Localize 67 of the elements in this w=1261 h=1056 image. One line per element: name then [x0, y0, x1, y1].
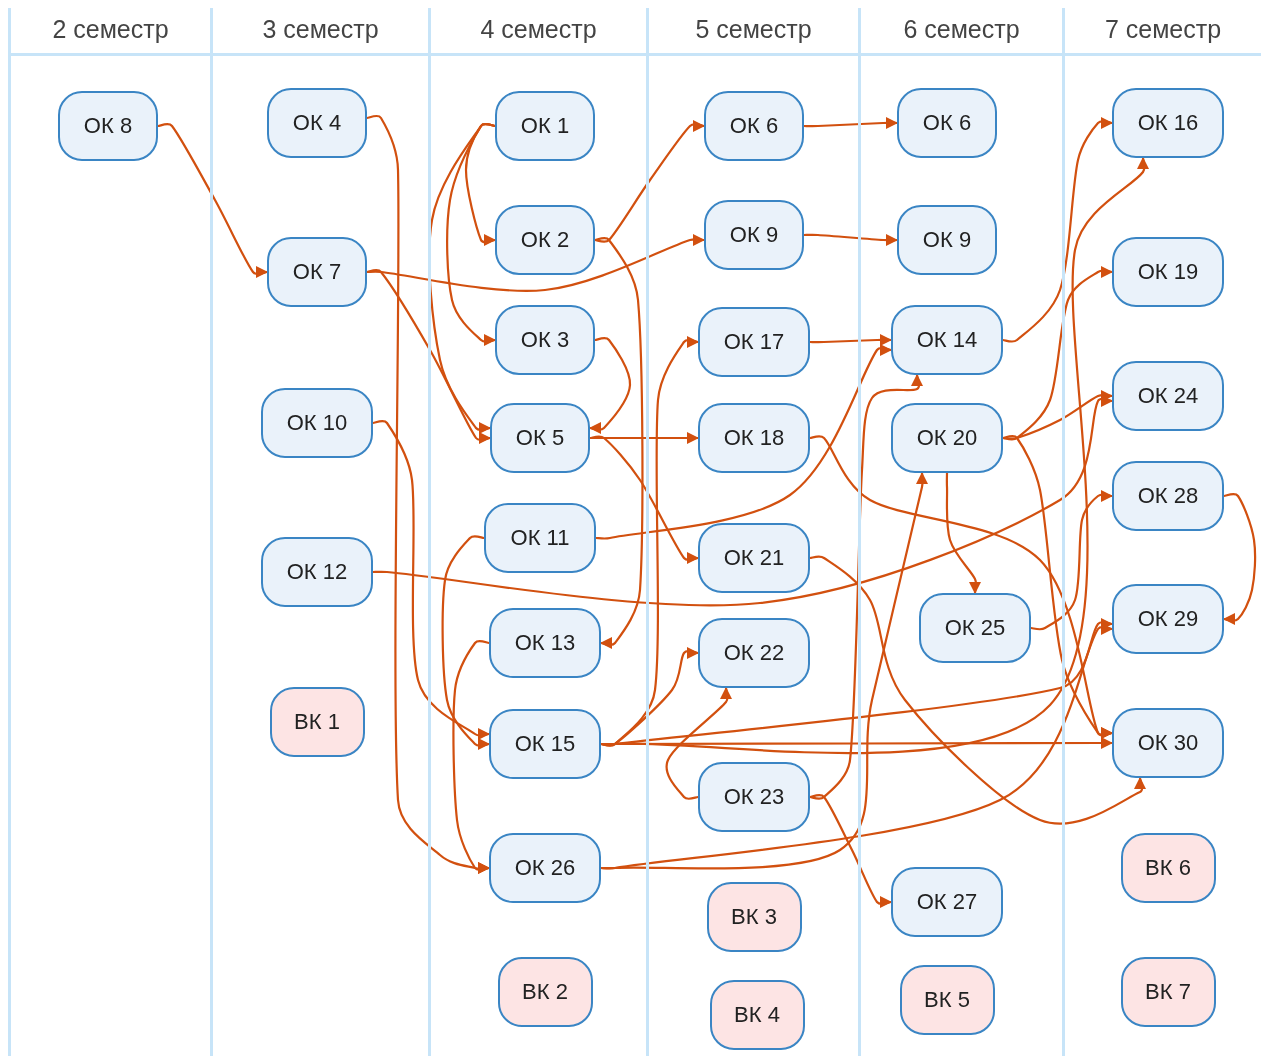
arrow — [1002, 115, 1113, 343]
arrow — [809, 374, 925, 800]
course-box: ОК 22 — [698, 618, 810, 688]
course-box: ОК 24 — [1112, 361, 1224, 431]
course-box: ОК 26 — [489, 833, 601, 903]
course-box: ОК 12 — [261, 537, 373, 607]
course-box: ОК 14 — [891, 305, 1003, 375]
elective-course-box: ВК 2 — [497, 957, 593, 1027]
course-box: ОК 17 — [698, 307, 810, 377]
course-box: ОК 29 — [1112, 584, 1224, 654]
course-box: ОК 1 — [495, 91, 595, 161]
column-header: 4 семестр — [479, 14, 598, 45]
course-box: ОК 15 — [489, 709, 601, 779]
course-box: ОК 10 — [261, 388, 373, 458]
course-box: ОК 2 — [495, 205, 595, 275]
elective-course-box: ВК 4 — [709, 980, 805, 1050]
arrow — [1002, 265, 1113, 441]
elective-course-box: ВК 7 — [1120, 957, 1216, 1027]
arrow — [1030, 488, 1113, 631]
elective-course-box: ВК 5 — [899, 965, 995, 1035]
column-header: 2 семестр — [51, 14, 170, 45]
arrow — [446, 122, 496, 348]
arrow — [945, 472, 982, 594]
column-header: 3 семестр — [261, 14, 380, 45]
arrow — [594, 236, 644, 651]
arrow — [594, 118, 705, 243]
column-header: 6 семестр — [902, 14, 1021, 45]
course-box: ОК 8 — [58, 91, 158, 161]
arrow — [803, 233, 898, 247]
arrow — [1002, 434, 1113, 741]
arrow — [600, 645, 699, 747]
arrow — [804, 116, 898, 129]
course-box: ОК 9 — [897, 205, 997, 275]
course-box: ОК 6 — [704, 91, 804, 161]
arrow — [366, 269, 491, 446]
course-box: ОК 5 — [490, 403, 590, 473]
arrow — [590, 432, 699, 444]
course-box: ОК 18 — [698, 403, 810, 473]
course-box: ОК 3 — [495, 305, 595, 375]
arrow — [372, 420, 490, 742]
arrow — [665, 687, 734, 800]
course-box: ОК 13 — [489, 608, 601, 678]
course-box: ОК 25 — [919, 593, 1031, 663]
elective-course-box: ВК 6 — [1120, 833, 1216, 903]
course-box: ОК 28 — [1112, 461, 1224, 531]
course-box: ОК 6 — [897, 88, 997, 158]
arrow — [589, 435, 699, 566]
course-box: ОК 30 — [1112, 708, 1224, 778]
column-header: 7 семестр — [1103, 14, 1223, 45]
arrow — [810, 333, 892, 346]
course-box: ОК 27 — [891, 867, 1003, 937]
course-box: ОК 9 — [704, 200, 804, 270]
course-box: ОК 23 — [698, 762, 810, 832]
course-box: ОК 19 — [1112, 237, 1224, 307]
arrow — [595, 342, 892, 540]
arrow — [441, 535, 490, 752]
arrow — [809, 794, 892, 910]
elective-course-box: ВК 1 — [269, 687, 365, 757]
course-box: ОК 11 — [484, 503, 596, 573]
course-box: ОК 7 — [267, 237, 367, 307]
course-box: ОК 4 — [267, 88, 367, 158]
course-box: ОК 20 — [891, 403, 1003, 473]
course-box: ОК 21 — [698, 523, 810, 593]
column-header: 5 семестр — [694, 14, 813, 45]
course-box: ОК 16 — [1112, 88, 1224, 158]
elective-course-box: ВК 3 — [706, 882, 802, 952]
arrow — [809, 555, 1148, 825]
